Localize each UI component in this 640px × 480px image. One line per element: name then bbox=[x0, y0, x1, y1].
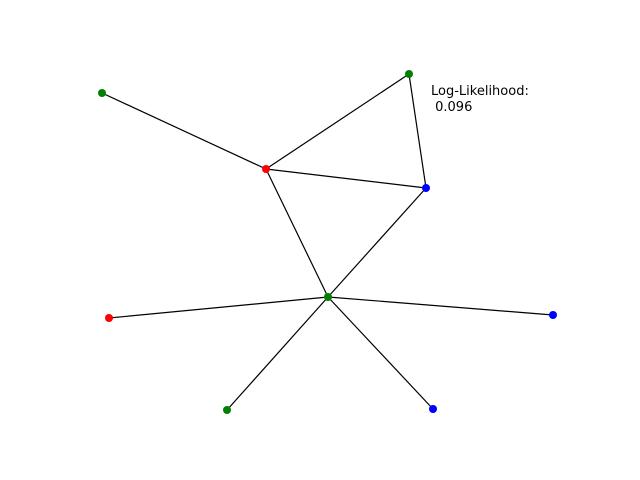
graph-node-n1 bbox=[98, 89, 106, 97]
graph-node-n3 bbox=[262, 165, 270, 173]
graph-node-n4 bbox=[422, 184, 430, 192]
graph-edge-n3-n4 bbox=[265, 168, 427, 189]
graph-edge-n5-n6 bbox=[108, 296, 329, 319]
graph-edge-n2-n4 bbox=[408, 73, 427, 189]
graph-node-n2 bbox=[405, 70, 413, 78]
graph-node-n5 bbox=[324, 293, 332, 301]
log-likelihood-label: Log-Likelihood: bbox=[431, 84, 529, 99]
graph-edge-n2-n3 bbox=[265, 73, 410, 170]
graph-edge-n5-n8 bbox=[226, 296, 329, 411]
graph-node-n9 bbox=[429, 405, 437, 413]
log-likelihood-annotation: Log-Likelihood: 0.096 bbox=[431, 84, 529, 116]
graph-edge-n5-n7 bbox=[327, 296, 554, 316]
graph-node-n7 bbox=[549, 311, 557, 319]
graph-node-n8 bbox=[223, 406, 231, 414]
graph-node-n6 bbox=[105, 314, 113, 322]
graph-nodes bbox=[98, 70, 557, 414]
graph-edge-n3-n5 bbox=[265, 168, 329, 298]
graph-edge-n1-n3 bbox=[101, 92, 267, 170]
graph-edges bbox=[101, 73, 554, 411]
graph-edge-n4-n5 bbox=[327, 187, 427, 298]
graph-edge-n5-n9 bbox=[327, 296, 434, 410]
log-likelihood-value: 0.096 bbox=[431, 100, 473, 115]
